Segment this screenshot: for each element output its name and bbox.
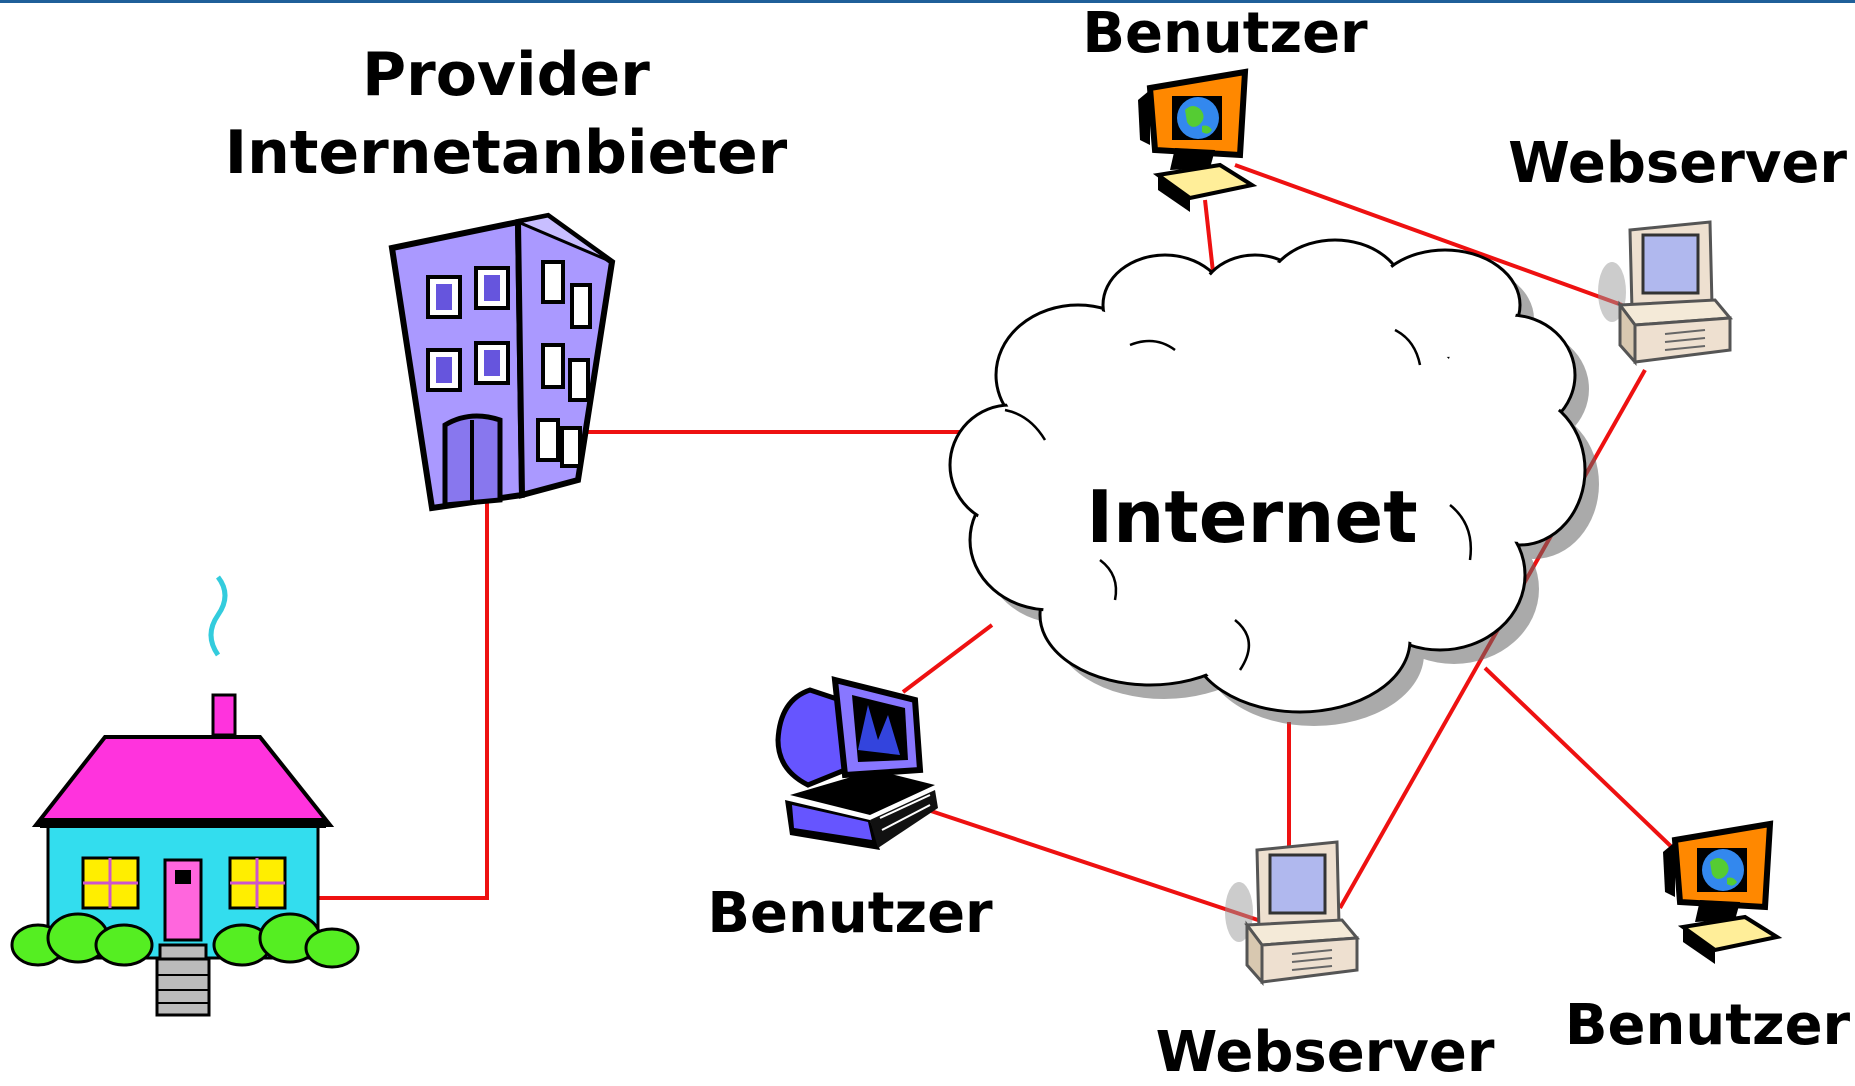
line-internet-userbr (1483, 666, 1682, 857)
desktop-server-icon (1225, 840, 1361, 986)
computer-blue-icon (775, 676, 938, 850)
webserver-bottom-label: Webserver (1155, 1020, 1495, 1085)
provider-label-line2: Internetanbieter (224, 118, 788, 188)
office-building-icon (388, 212, 616, 512)
line-internet-userleft (901, 623, 994, 694)
line-userleft-webserverbottom (927, 808, 1259, 922)
desktop-server-icon (1598, 220, 1734, 366)
line-usertop-webservertop (1234, 163, 1623, 307)
computer-globe-icon (1138, 68, 1258, 212)
webserver-top-label: Webserver (1508, 131, 1847, 196)
provider-label-line1: Provider (362, 40, 650, 110)
provider-label: Provider Internetanbieter (186, 36, 826, 192)
internet-label: Internet (1086, 475, 1418, 559)
cloud-icon (948, 238, 1599, 726)
user-left-label: Benutzer (707, 881, 993, 946)
line-house-provider (318, 498, 489, 900)
computer-globe-icon (1663, 820, 1783, 964)
house-icon (10, 575, 360, 1017)
user-top-label: Benutzer (1082, 1, 1368, 66)
user-bottom-right-label: Benutzer (1564, 993, 1851, 1058)
